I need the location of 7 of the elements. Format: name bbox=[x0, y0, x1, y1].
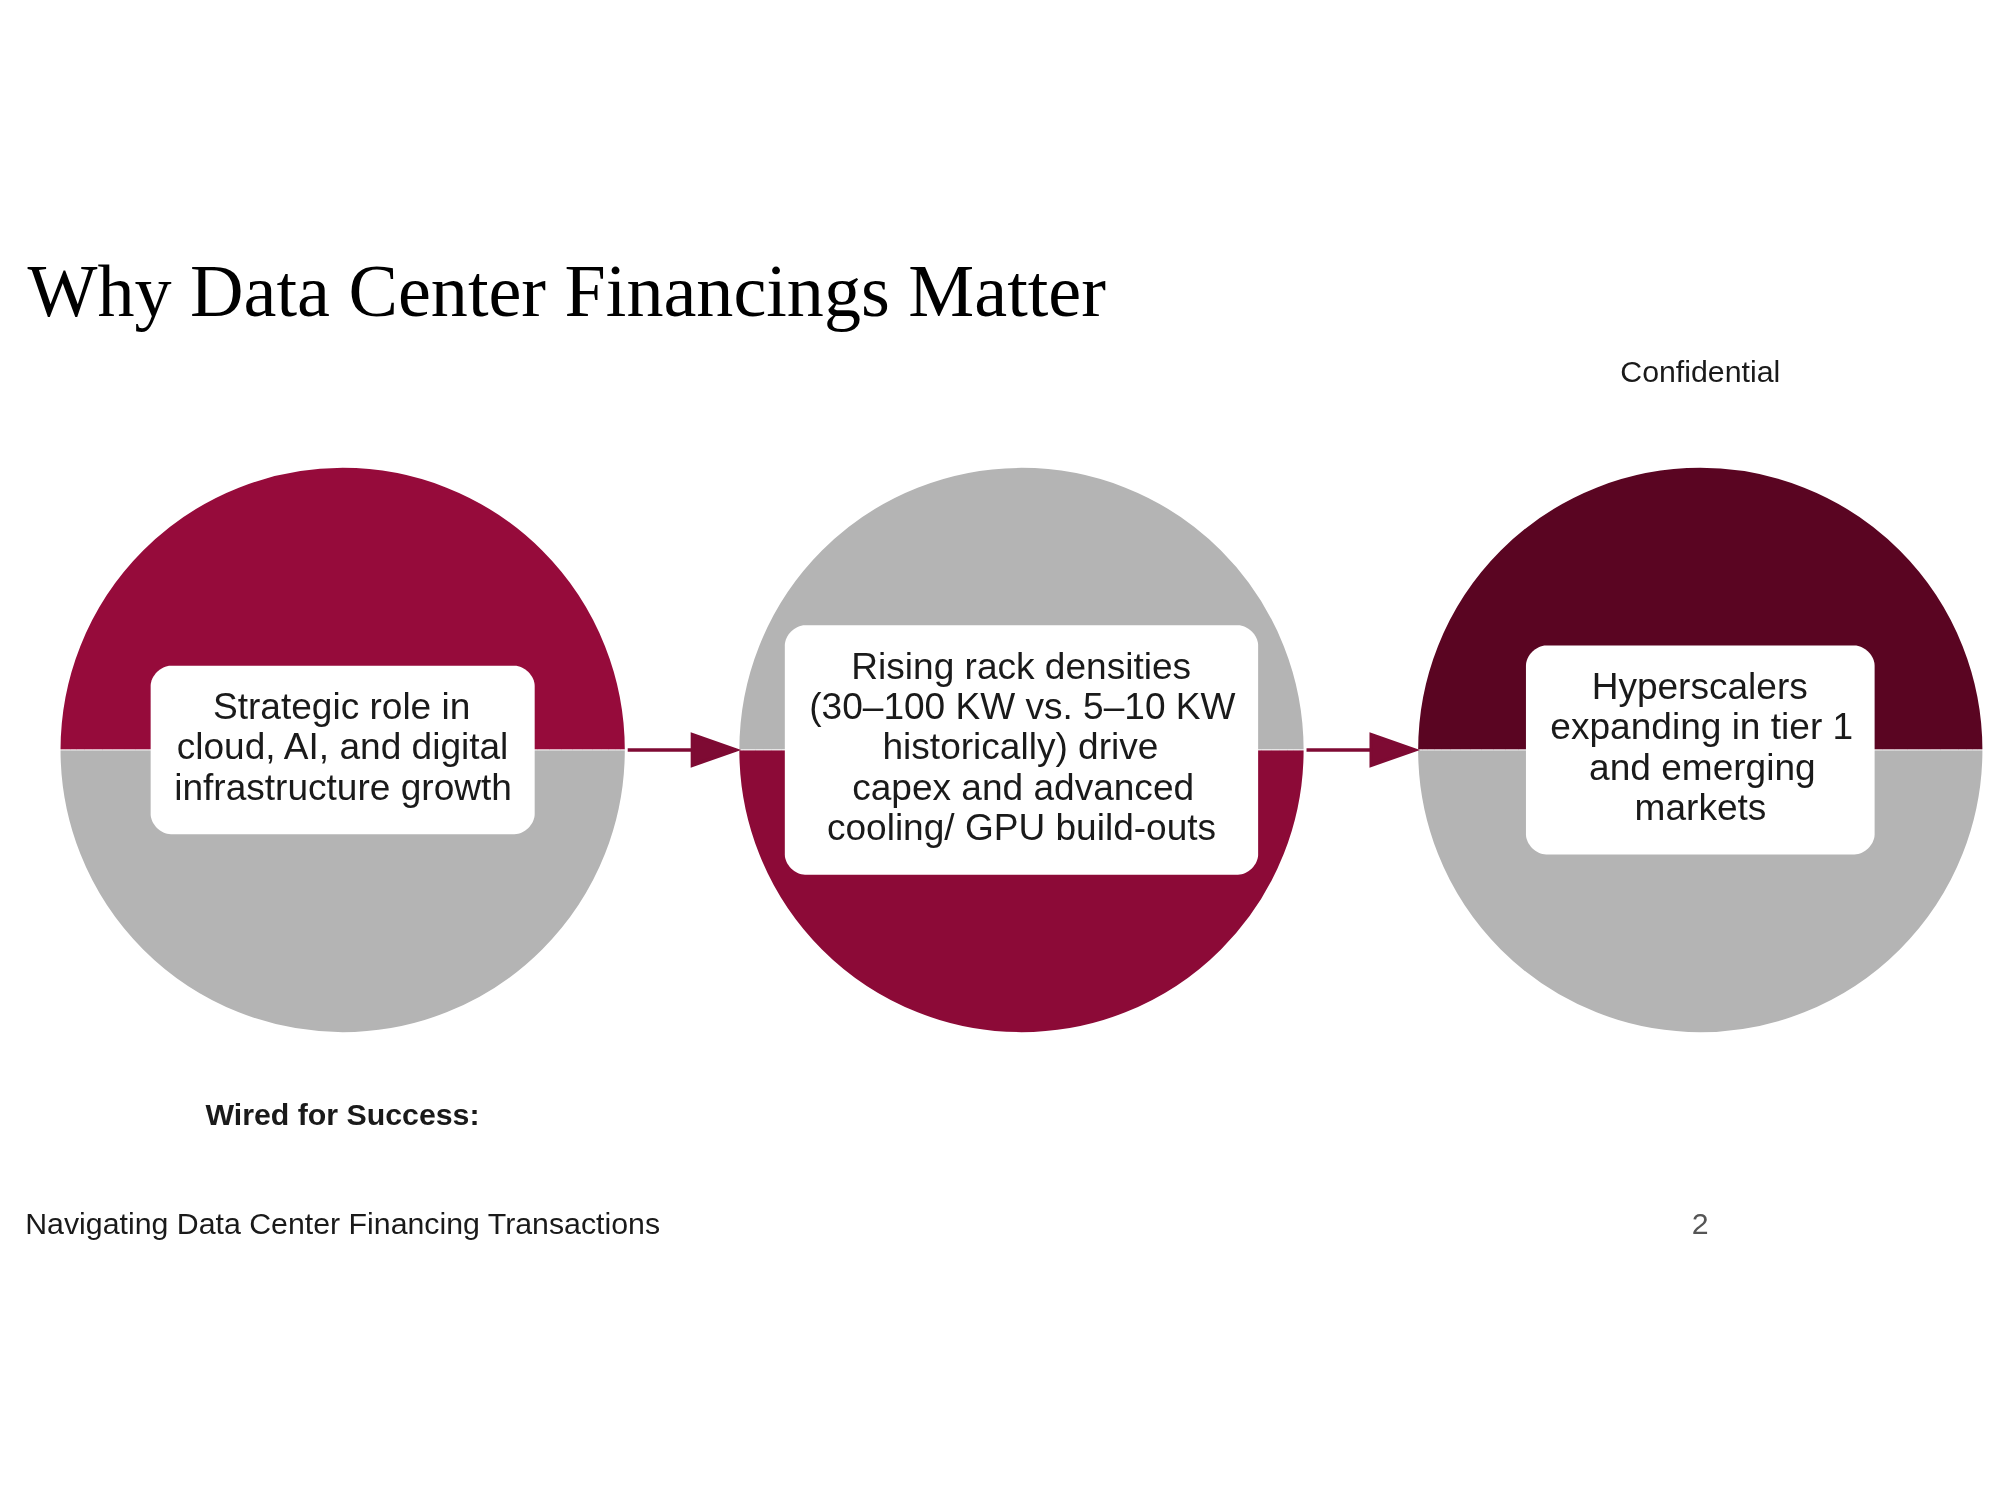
label: Navigating Data Center Financing Transactions bbox=[25, 1207, 661, 1241]
label: Confidential bbox=[1620, 354, 1781, 388]
arrow bbox=[627, 732, 742, 768]
diagram-title: Why Data Center Financings Matter bbox=[27, 249, 1106, 332]
label: Wired for Success: bbox=[205, 1097, 480, 1131]
label: 2 bbox=[1691, 1207, 1709, 1241]
arrow bbox=[1306, 732, 1421, 768]
